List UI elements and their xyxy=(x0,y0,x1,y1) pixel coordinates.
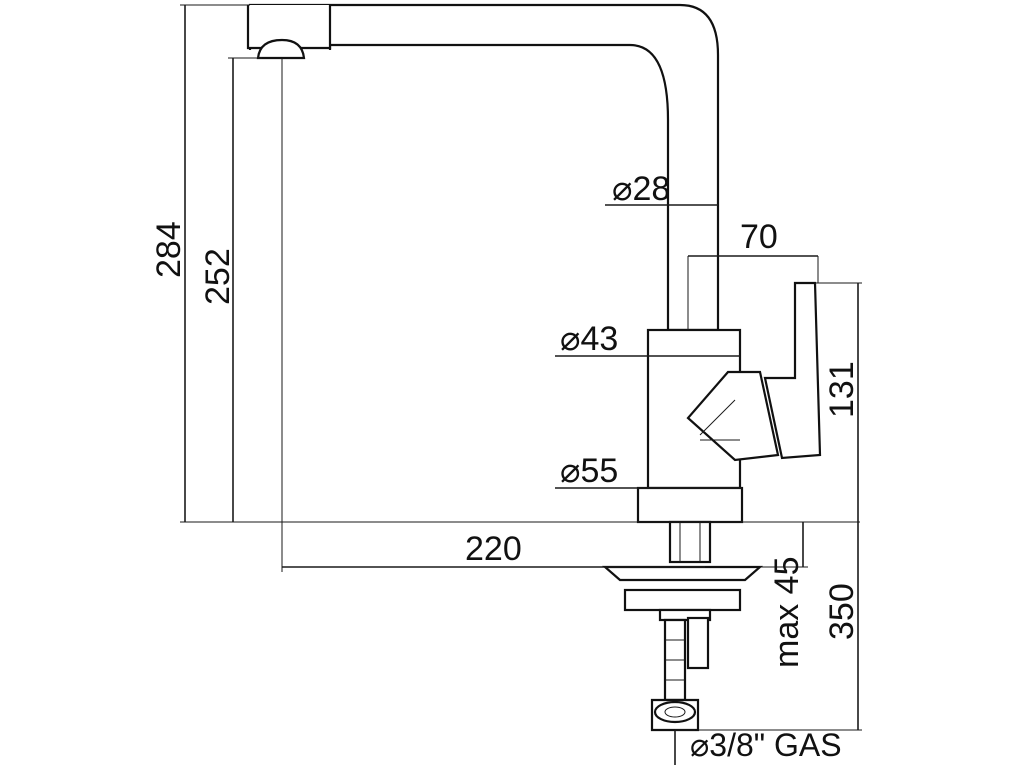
label-handle-length: 70 xyxy=(740,218,778,256)
label-body-diameter: ⌀43 xyxy=(560,320,618,358)
label-max-deck: max 45 xyxy=(768,557,806,669)
label-hose-length: 350 xyxy=(823,583,861,640)
dimension-lines xyxy=(180,4,862,765)
label-total-height: 284 xyxy=(150,221,188,278)
label-spout-height: 252 xyxy=(199,248,237,305)
label-connection: ⌀3/8" GAS xyxy=(690,727,842,763)
faucet-outline xyxy=(246,3,822,732)
label-handle-height: 131 xyxy=(823,361,861,418)
label-base-diameter: ⌀55 xyxy=(560,452,618,490)
label-spout-diameter: ⌀28 xyxy=(612,170,670,208)
label-spout-reach: 220 xyxy=(465,530,522,568)
